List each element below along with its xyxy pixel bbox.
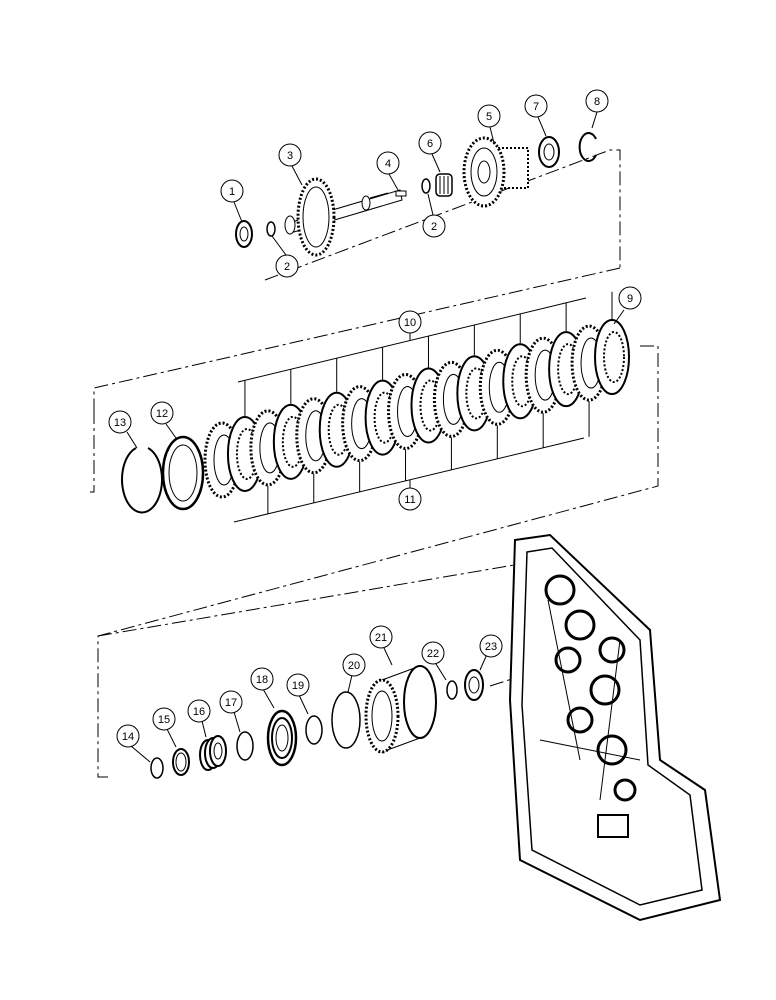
part-3-shaft-gear bbox=[284, 177, 403, 257]
svg-text:11: 11 bbox=[404, 494, 415, 506]
callout-19: 19 bbox=[286, 673, 310, 697]
callout-14: 14 bbox=[116, 724, 140, 748]
callout-18: 18 bbox=[250, 667, 274, 691]
svg-text:21: 21 bbox=[375, 632, 387, 644]
part-6-needle-bearing bbox=[435, 173, 453, 197]
callout-2: 2 bbox=[275, 254, 299, 278]
svg-text:2: 2 bbox=[284, 261, 290, 273]
part-8-circlip bbox=[578, 132, 597, 162]
svg-text:20: 20 bbox=[348, 660, 360, 672]
callout-16: 16 bbox=[187, 699, 211, 723]
top-assembly bbox=[93, 111, 621, 410]
part-22-snap-ring bbox=[446, 680, 458, 700]
clutch-disc-stack bbox=[203, 291, 630, 514]
callout-23: 23 bbox=[479, 634, 503, 658]
callout-9: 9 bbox=[618, 286, 642, 310]
callout-10: 10 bbox=[398, 310, 422, 334]
callout-22: 22 bbox=[421, 641, 445, 665]
part-1-bearing bbox=[235, 220, 253, 248]
callout-21: 21 bbox=[369, 625, 393, 649]
svg-text:17: 17 bbox=[225, 697, 237, 709]
bottom-assembly bbox=[97, 563, 541, 779]
svg-text:22: 22 bbox=[427, 648, 439, 660]
callout-6: 6 bbox=[418, 131, 442, 155]
callout-12: 12 bbox=[150, 401, 174, 425]
svg-text:16: 16 bbox=[193, 706, 205, 718]
part-20-seal bbox=[331, 691, 361, 749]
part-15-retainer bbox=[172, 748, 190, 776]
steel-disc bbox=[594, 319, 630, 395]
svg-text:4: 4 bbox=[385, 158, 391, 170]
svg-text:9: 9 bbox=[627, 293, 633, 305]
callout-13: 13 bbox=[108, 410, 132, 434]
callout-3: 3 bbox=[278, 143, 302, 167]
part-4-pin bbox=[395, 190, 407, 197]
svg-text:12: 12 bbox=[156, 408, 168, 420]
middle-assembly bbox=[90, 291, 659, 778]
svg-text:8: 8 bbox=[594, 96, 600, 108]
part-18-piston bbox=[266, 709, 298, 767]
transmission-housing bbox=[508, 533, 722, 922]
part-2-snap-ring bbox=[421, 178, 431, 194]
svg-text:3: 3 bbox=[287, 150, 293, 162]
svg-text:19: 19 bbox=[292, 680, 304, 692]
svg-text:2: 2 bbox=[431, 221, 437, 233]
callout-4: 4 bbox=[376, 151, 400, 175]
callout-15: 15 bbox=[152, 707, 176, 731]
svg-text:23: 23 bbox=[485, 641, 497, 653]
part-2-snap-ring bbox=[266, 221, 276, 237]
callouts: 1 2 3 4 6 2 5 7 8 9 10 11 12 13 14 15 16… bbox=[108, 89, 642, 748]
callout-8: 8 bbox=[585, 89, 609, 113]
svg-text:14: 14 bbox=[122, 731, 134, 743]
svg-text:13: 13 bbox=[114, 417, 126, 429]
part-7-bearing bbox=[538, 136, 560, 168]
part-14-snap-ring bbox=[150, 757, 164, 779]
callout-5: 5 bbox=[477, 104, 501, 128]
svg-text:10: 10 bbox=[404, 317, 416, 329]
svg-text:15: 15 bbox=[158, 714, 170, 726]
svg-text:5: 5 bbox=[486, 111, 492, 123]
svg-text:1: 1 bbox=[229, 186, 235, 198]
part-12-pressure-plate bbox=[161, 435, 205, 511]
part-23-bearing bbox=[464, 669, 484, 701]
part-5-gear bbox=[462, 136, 529, 208]
callout-20: 20 bbox=[342, 653, 366, 677]
callout-1: 1 bbox=[220, 179, 244, 203]
callout-7: 7 bbox=[524, 94, 548, 118]
part-13-retaining-ring bbox=[121, 447, 163, 514]
callout-17: 17 bbox=[219, 690, 243, 714]
svg-text:7: 7 bbox=[533, 101, 539, 113]
part-17-washer bbox=[236, 731, 254, 761]
svg-text:6: 6 bbox=[427, 138, 433, 150]
part-19-seal bbox=[305, 715, 323, 745]
callout-2: 2 bbox=[422, 214, 446, 238]
part-16-spring bbox=[199, 735, 227, 771]
callout-11: 11 bbox=[398, 487, 422, 511]
svg-text:18: 18 bbox=[256, 674, 268, 686]
part-21-clutch-drum bbox=[364, 665, 437, 754]
